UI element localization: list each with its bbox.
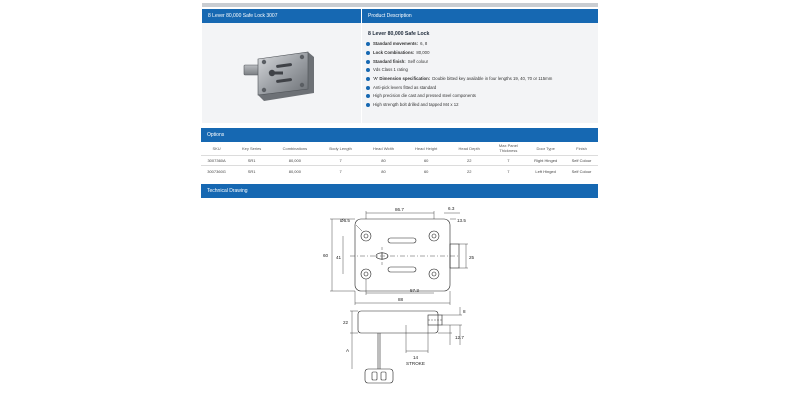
- cell-body-length: 7: [318, 154, 363, 166]
- spec-value: High strength bolt drilled and tapped M4…: [373, 102, 459, 108]
- spec-item: Standard movements:6, 8: [366, 40, 552, 49]
- dim-hole-spacing: 86.7: [395, 207, 404, 212]
- dim-stroke-label: STROKE: [406, 361, 425, 366]
- product-name: 8 Lever 80,000 Safe Lock: [368, 31, 430, 37]
- col-head-depth: Head Depth: [458, 145, 480, 151]
- spec-label: 'A' Dimension specification:: [373, 76, 431, 82]
- spec-item: High precision die cast and pressed stee…: [366, 92, 552, 101]
- key-head-icon: [364, 368, 394, 384]
- cell-max-panel-thickness: 7: [490, 154, 527, 166]
- technical-drawing: Ø6.5 86.7 6.3 13.5 25 60 41 57.3 88 22 8…: [323, 206, 475, 384]
- col-body-length: Body Length: [329, 145, 352, 151]
- dim-hole-horizontal: 57.3: [410, 288, 419, 293]
- top-divider-bar: [202, 3, 598, 7]
- bullet-icon: [366, 68, 370, 73]
- cell-head-depth: 22: [448, 154, 491, 166]
- dim-bolt-offset-side: 12.7: [455, 335, 464, 340]
- cell-head-height: 60: [404, 154, 449, 166]
- table-header-row: SKU Key Series Combinations Body Length …: [201, 142, 598, 155]
- spec-value: 6, 8: [420, 41, 428, 47]
- dim-hole-diameter: Ø6.5: [340, 218, 350, 223]
- technical-drawing-header: Technical Drawing: [201, 184, 598, 198]
- col-head-width: Head Width: [373, 145, 394, 151]
- cell-combinations: 80,000: [271, 154, 319, 166]
- dim-bolt-thickness: 8: [463, 309, 466, 314]
- spec-value: Double bitted key available in four leng…: [432, 76, 553, 82]
- spec-value: Self colour: [407, 58, 429, 64]
- spec-value: 80,000: [416, 50, 430, 56]
- spec-item: 'A' Dimension specification:Double bitte…: [366, 75, 552, 84]
- cell-door-type: Right Hinged: [526, 154, 565, 166]
- table-row: 3007360A SR1 80,000 7 80 60 22 7 Right H…: [201, 154, 598, 166]
- spec-label: Standard movements:: [373, 41, 419, 47]
- bullet-icon: [366, 85, 370, 90]
- spec-item: Standard finish:Self colour: [366, 57, 552, 66]
- col-door-type: Door Type: [536, 145, 555, 151]
- product-title: 8 Lever 80,000 Safe Lock 3007: [208, 13, 278, 19]
- bullet-icon: [366, 103, 370, 108]
- bullet-icon: [366, 42, 370, 47]
- dim-key-length: A: [346, 348, 350, 353]
- options-header: Options: [201, 128, 598, 142]
- dim-stroke-value: 14: [413, 355, 419, 360]
- cell-combinations: 80,000: [271, 165, 319, 176]
- cell-finish: Self Colour: [564, 154, 598, 166]
- lower-slot: [387, 266, 417, 273]
- dim-head-depth: 22: [343, 320, 349, 325]
- upper-slot: [387, 237, 417, 244]
- cell-max-panel-thickness: 7: [490, 165, 527, 176]
- bullet-icon: [366, 59, 370, 64]
- spec-item: High strength bolt drilled and tapped M4…: [366, 101, 552, 110]
- cell-sku: 3007360A: [201, 154, 233, 166]
- cell-key-series: SR1: [232, 154, 272, 166]
- table-row: 3007360G SR1 80,000 7 80 60 22 7 Left Hi…: [201, 165, 598, 176]
- spec-value: Vds Class 1 rating: [373, 67, 408, 73]
- col-key-series: Key Series: [241, 145, 262, 151]
- cell-body-length: 7: [318, 165, 363, 176]
- product-description-header: Product Description: [362, 9, 598, 23]
- product-description-title: Product Description: [368, 13, 412, 19]
- spec-item: Anti-pick levers fitted as standard: [366, 83, 552, 92]
- safe-lock-product-image: [243, 51, 314, 101]
- cell-sku: 3007360G: [201, 165, 233, 176]
- cell-finish: Self Colour: [564, 165, 598, 176]
- technical-drawing-title: Technical Drawing: [207, 188, 248, 194]
- options-title: Options: [207, 132, 225, 138]
- col-combinations: Combinations: [282, 145, 308, 151]
- dim-head-height: 60: [323, 253, 329, 258]
- product-title-header: 8 Lever 80,000 Safe Lock 3007: [202, 9, 361, 23]
- product-description-panel: [362, 23, 598, 123]
- dim-bolt-offset: 6.3: [448, 206, 455, 211]
- options-table: SKU Key Series Combinations Body Length …: [201, 142, 598, 176]
- cell-key-series: SR1: [232, 165, 272, 176]
- cell-door-type: Left Hinged: [526, 165, 565, 176]
- dim-hole-vertical: 41: [336, 255, 342, 260]
- cell-head-height: 60: [404, 165, 449, 176]
- cell-head-width: 80: [362, 154, 405, 166]
- side-view-body: [357, 310, 439, 334]
- dim-head-width: 88: [398, 297, 404, 302]
- bullet-icon: [366, 94, 370, 99]
- cell-head-width: 80: [362, 165, 405, 176]
- cell-head-depth: 22: [448, 165, 491, 176]
- spec-value: Anti-pick levers fitted as standard: [373, 84, 437, 90]
- spec-item: Vds Class 1 rating: [366, 66, 552, 75]
- col-head-height: Head Height: [415, 145, 438, 151]
- spec-label: Standard finish:: [373, 58, 406, 64]
- spec-label: Lock Combinations:: [373, 50, 415, 56]
- bullet-icon: [366, 51, 370, 56]
- lock-body-outline: [354, 218, 451, 292]
- dim-bolt-height: 25: [469, 255, 475, 260]
- col-sku: SKU: [212, 145, 221, 151]
- spec-value: High precision die cast and pressed stee…: [373, 93, 476, 99]
- col-finish: Finish: [576, 145, 587, 151]
- spec-item: Lock Combinations:80,000: [366, 49, 552, 58]
- bullet-icon: [366, 77, 370, 82]
- col-max-panel-thickness: Max Panel Thickness: [498, 143, 518, 154]
- dim-bolt-depth: 13.5: [457, 218, 466, 223]
- product-spec-list: Standard movements:6, 8 Lock Combination…: [366, 40, 552, 110]
